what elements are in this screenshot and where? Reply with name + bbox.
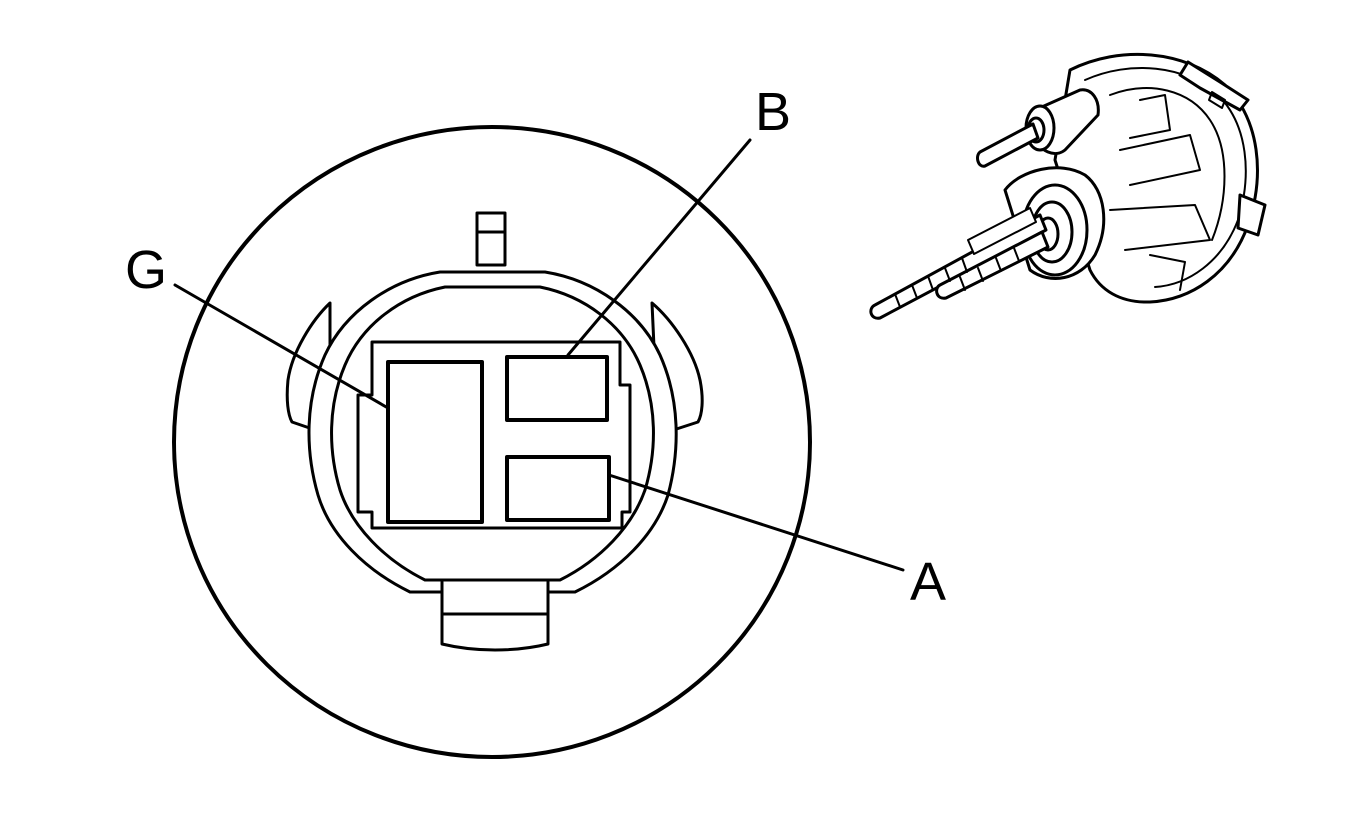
terminal-b-cavity [505, 355, 609, 422]
leader-line-b [566, 138, 752, 357]
label-b: B [755, 82, 791, 142]
terminal-cavity-frame [356, 340, 632, 530]
label-g: G [125, 240, 167, 300]
connector-housing [307, 270, 678, 594]
connector-perspective-view [869, 52, 1267, 320]
label-a: A [910, 552, 946, 612]
leader-line-a [607, 473, 905, 572]
terminal-g-cavity [386, 360, 484, 524]
rim-tab-top [1178, 60, 1250, 112]
connector-face-view: B G A [125, 82, 946, 759]
bottom-tab [440, 580, 550, 652]
leader-line-g [173, 283, 390, 410]
connector-housing-inner [330, 285, 655, 582]
upper-wire [976, 122, 1040, 168]
terminal-a-cavity [505, 455, 611, 522]
lower-wire-2 [935, 230, 1050, 300]
top-key [475, 211, 507, 267]
rim-tab-right [1236, 193, 1267, 237]
